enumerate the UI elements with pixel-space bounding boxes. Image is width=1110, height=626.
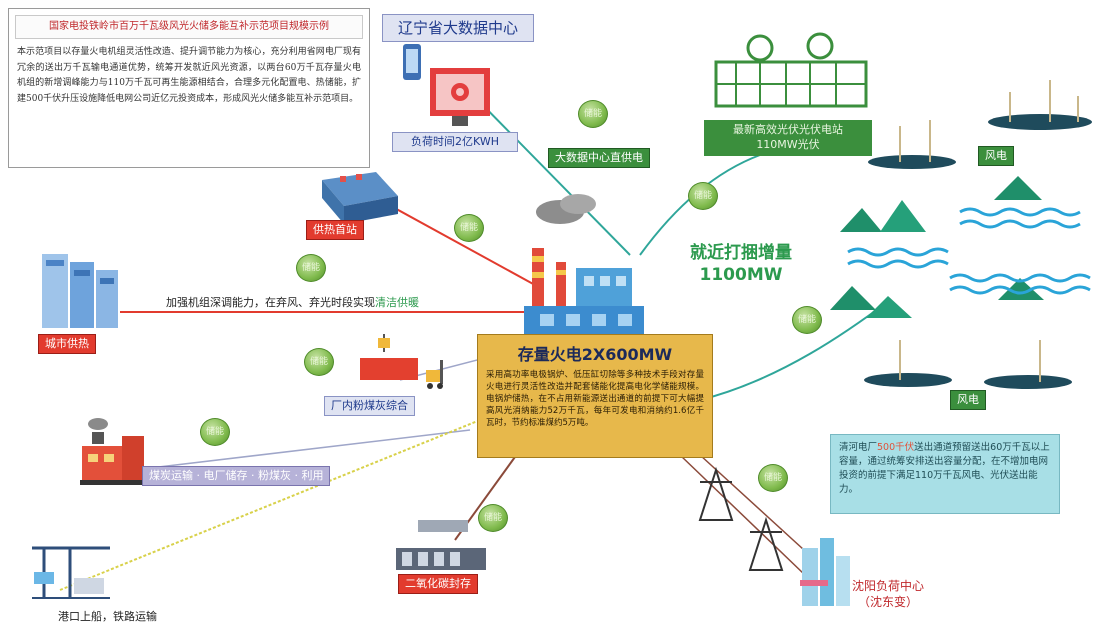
pv-line2: 110MW光伏 — [756, 138, 820, 151]
pv-line1: 最新高效光伏光伏电站 — [733, 123, 843, 136]
heating-line-highlight: 清洁供暖 — [375, 296, 419, 309]
data-center-monitor-icon — [430, 68, 490, 126]
wind-label-bottom: 风电 — [950, 390, 986, 410]
direct-supply-label: 大数据中心直供电 — [548, 148, 650, 168]
fly-ash-label: 厂内粉煤灰综合 — [324, 396, 415, 416]
port-crane-icon — [32, 546, 110, 599]
forklift-icon — [426, 360, 443, 389]
storage-bubble: 储能 — [304, 348, 334, 376]
data-center-power-label: 负荷时间2亿KWH — [392, 132, 518, 152]
grid-note-box: 清河电厂500千伏送出通道预留送出60万千瓦以上容量，通过统筹安排送出容量分配，… — [830, 434, 1060, 514]
storage-bubble: 储能 — [578, 100, 608, 128]
line-to-heat-station — [379, 199, 536, 286]
heating-line-text: 加强机组深调能力，在弃风、弃光时段实现清洁供暖 — [166, 294, 419, 310]
wind-turbines-icon — [864, 80, 1092, 389]
phone-icon — [403, 44, 421, 80]
intro-body: 本示范项目以存量火电机组灵活性改造、提升调节能力为核心，充分利用省网电厂现有冗余… — [17, 47, 361, 104]
storage-bubble: 储能 — [792, 306, 822, 334]
transmission-tower-icon — [698, 466, 784, 571]
line-to-port — [59, 419, 481, 591]
intro-title: 国家电投铁岭市百万千瓦级风光火储多能互补示范项目规模示例 — [15, 15, 363, 39]
note-post: 送出通道预留送出60万千瓦以上容量，通过统筹安排送出容量分配，在不增加电网投资的… — [839, 442, 1050, 495]
bundle-capacity-text: 就近打捆增量 1100MW — [690, 242, 792, 286]
city-heating-label: 城市供热 — [38, 334, 96, 354]
bundle-line1: 就近打捆增量 — [690, 243, 792, 263]
heating-buildings-icon — [42, 254, 118, 328]
load-center-line2: （沈东变） — [858, 595, 919, 609]
storage-bubble: 储能 — [688, 182, 718, 210]
load-center-line1: 沈阳负荷中心 — [852, 579, 925, 593]
wind-label-top: 风电 — [978, 146, 1014, 166]
storage-bubble: 储能 — [454, 214, 484, 242]
crane-icon — [360, 334, 418, 380]
note-highlight: 500千伏 — [877, 442, 915, 453]
storage-bubble: 储能 — [296, 254, 326, 282]
coal-chain-label: 煤炭运输 · 电厂储存 · 粉煤灰 · 利用 — [142, 466, 330, 486]
bundle-line2: 1100MW — [699, 265, 783, 285]
load-center-label: 沈阳负荷中心 （沈东变） — [852, 578, 924, 610]
water-waves-icon — [847, 207, 1091, 295]
port-caption: 港口上船，铁路运输 — [58, 610, 157, 623]
load-center-buildings-icon — [800, 538, 850, 606]
power-plant-icon — [524, 194, 644, 334]
solar-panels-icon — [714, 32, 868, 108]
hills-icon — [830, 176, 1044, 318]
line-to-grid-1 — [679, 454, 806, 576]
data-center-title: 辽宁省大数据中心 — [382, 14, 534, 42]
thermal-plant-box: 存量火电2X600MW 采用高功率电极锅炉、低压缸切除等多种技术手段对存量火电进… — [477, 334, 713, 458]
note-pre: 清河电厂 — [839, 442, 878, 453]
heat-station-building-icon — [322, 172, 398, 224]
heating-line-prefix: 加强机组深调能力，在弃风、弃光时段实现 — [166, 296, 375, 309]
ccu-label: 二氧化碳封存 — [398, 574, 478, 594]
pv-label: 最新高效光伏光伏电站 110MW光伏 — [704, 120, 872, 156]
line-to-data-center — [467, 89, 631, 256]
storage-bubble: 储能 — [200, 418, 230, 446]
storage-bubble: 储能 — [478, 504, 508, 532]
plant-body: 采用高功率电极锅炉、低压缸切除等多种技术手段对存量火电进行灵活性改造并配套储能化… — [486, 370, 704, 428]
heat-station-label: 供热首站 — [306, 220, 364, 240]
line-to-grid-2 — [699, 454, 816, 561]
intro-panel: 国家电投铁岭市百万千瓦级风光火储多能互补示范项目规模示例 本示范项目以存量火电机… — [8, 8, 370, 168]
factory-icon — [396, 520, 486, 570]
train-icon — [80, 418, 146, 485]
plant-title: 存量火电2X600MW — [517, 345, 673, 364]
storage-bubble: 储能 — [758, 464, 788, 492]
